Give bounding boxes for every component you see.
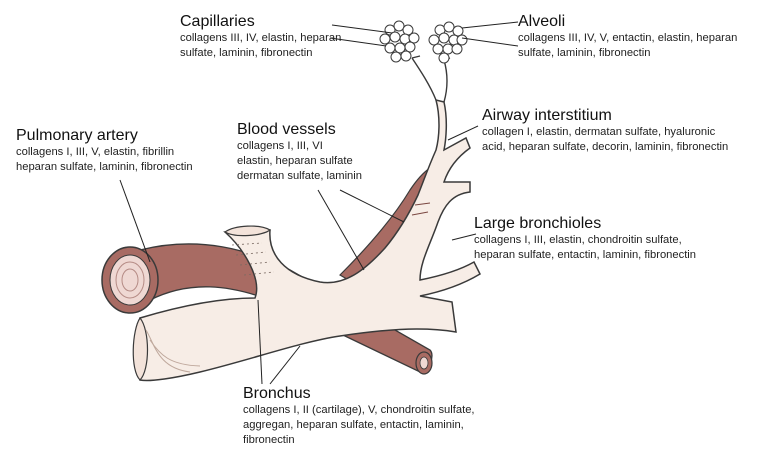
- large-bronchioles-label: Large bronchioles collagens I, III, elas…: [474, 214, 696, 263]
- alveoli-label: Alveoli collagens III, IV, V, entactin, …: [518, 12, 737, 61]
- airway-interstitium-label: Airway interstitium collagen I, elastin,…: [482, 106, 728, 155]
- blood-vessels-desc-line: collagens I, III, VI: [237, 139, 362, 154]
- bronchus-label: Bronchus collagens I, II (cartilage), V,…: [243, 384, 475, 448]
- alveoli-title: Alveoli: [518, 12, 737, 31]
- blood-vessels-desc-line: dermatan sulfate, laminin: [237, 169, 362, 184]
- capillaries-label: Capillaries collagens III, IV, elastin, …: [180, 12, 341, 61]
- blood-vessels-desc-line: elastin, heparan sulfate: [237, 154, 362, 169]
- airway-interstitium-title: Airway interstitium: [482, 106, 728, 125]
- large-bronchioles-title: Large bronchioles: [474, 214, 696, 233]
- bronchus-desc-line: aggregan, heparan sulfate, entactin, lam…: [243, 418, 475, 433]
- airway-interstitium-desc-line: acid, heparan sulfate, decorin, laminin,…: [482, 140, 728, 155]
- alveoli-cluster-icon: [380, 21, 467, 63]
- bronchus-airway-illustration: [133, 56, 480, 381]
- large-bronchioles-desc-line: heparan sulfate, entactin, laminin, fibr…: [474, 248, 696, 263]
- airway-interstitium-desc-line: collagen I, elastin, dermatan sulfate, h…: [482, 125, 728, 140]
- bronchus-title: Bronchus: [243, 384, 475, 403]
- pulmonary-artery-desc-line: heparan sulfate, laminin, fibronectin: [16, 160, 193, 175]
- bronchus-desc-line: collagens I, II (cartilage), V, chondroi…: [243, 403, 475, 418]
- blood-vessels-label: Blood vessels collagens I, III, VI elast…: [237, 120, 362, 184]
- alveoli-desc-line: collagens III, IV, V, entactin, elastin,…: [518, 31, 737, 46]
- pulmonary-artery-label: Pulmonary artery collagens I, III, V, el…: [16, 126, 193, 175]
- capillaries-desc-line: collagens III, IV, elastin, heparan: [180, 31, 341, 46]
- alveoli-desc-line: sulfate, laminin, fibronectin: [518, 46, 737, 61]
- pulmonary-artery-title: Pulmonary artery: [16, 126, 193, 145]
- capillaries-title: Capillaries: [180, 12, 341, 31]
- large-bronchioles-desc-line: collagens I, III, elastin, chondroitin s…: [474, 233, 696, 248]
- pulmonary-artery-desc-line: collagens I, III, V, elastin, fibrillin: [16, 145, 193, 160]
- bronchus-desc-line: fibronectin: [243, 433, 475, 448]
- capillaries-desc-line: sulfate, laminin, fibronectin: [180, 46, 341, 61]
- blood-vessels-title: Blood vessels: [237, 120, 362, 139]
